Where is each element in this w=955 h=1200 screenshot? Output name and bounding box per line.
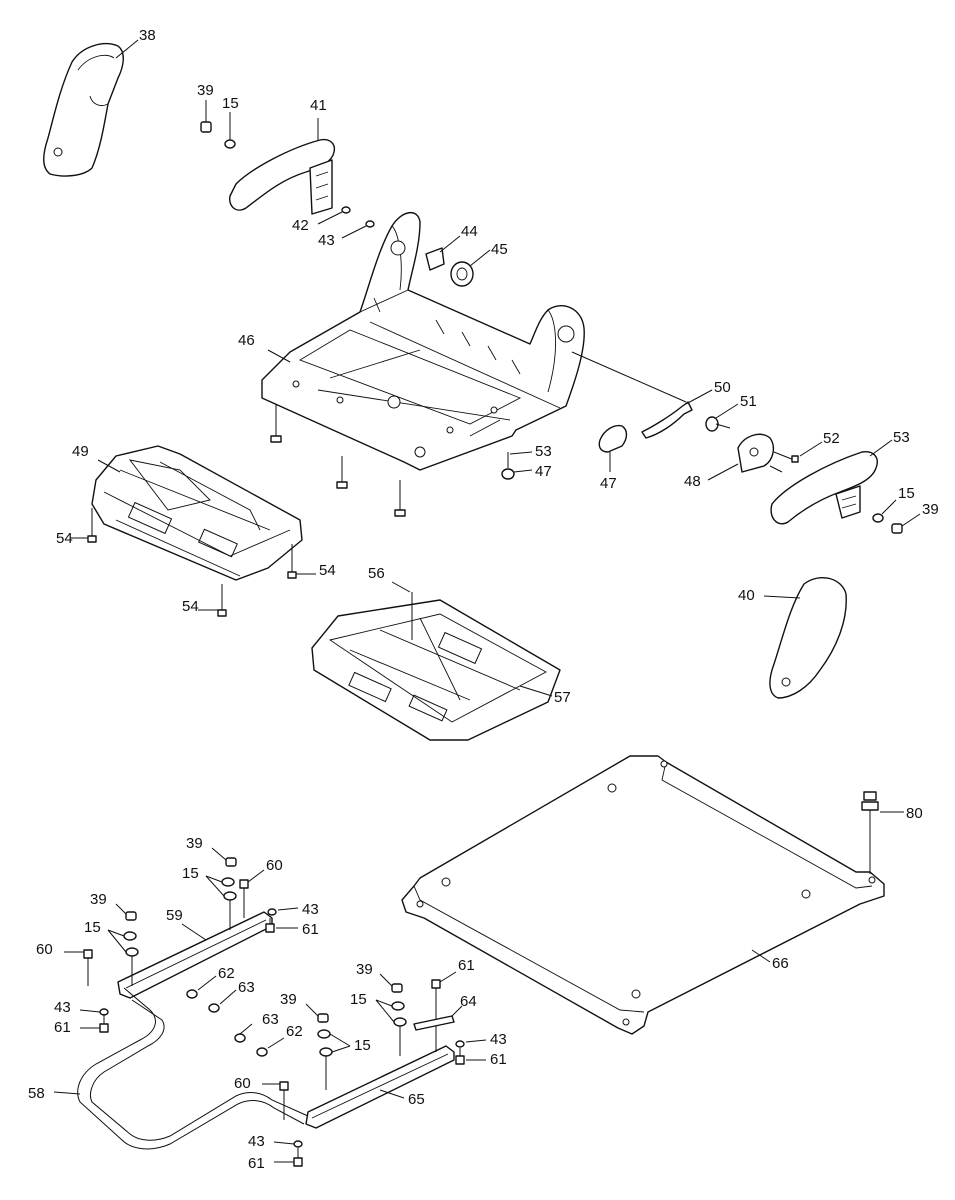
label-39-rail-a: 39 [186, 835, 203, 852]
part-44-bracket [425, 235, 461, 271]
hardware-left-rail [64, 847, 299, 1033]
part-56-rod [391, 581, 413, 640]
label-60-rail-c: 60 [234, 1075, 251, 1092]
part-53-armrest [770, 439, 893, 525]
part-8-screw-bottom [198, 584, 227, 617]
part-58-release-bar [53, 987, 309, 1150]
label-44: 44 [461, 223, 478, 240]
part-39-nut-right [891, 513, 921, 534]
label-39-rail-d: 39 [280, 991, 297, 1008]
label-62-left: 62 [218, 965, 235, 982]
label-8-right: 54 [319, 562, 336, 579]
label-61-rail-e: 61 [248, 1155, 265, 1172]
label-53: 53 [893, 429, 910, 446]
label-41: 41 [310, 97, 327, 114]
label-80: 80 [906, 805, 923, 822]
label-43-rail-a: 43 [302, 901, 319, 918]
part-42-washer [317, 206, 351, 225]
label-15-top-left: 15 [222, 95, 239, 112]
label-39-rail-c: 39 [356, 961, 373, 978]
label-15-rail-a: 15 [182, 865, 199, 882]
part-43-washer-top [341, 220, 375, 239]
label-63-right: 63 [262, 1011, 279, 1028]
frame-bolts [270, 404, 406, 517]
label-43-rail-b: 43 [54, 999, 71, 1016]
label-46: 46 [238, 332, 255, 349]
part-52-screw [769, 441, 823, 473]
part-50-lever-rod [571, 351, 713, 439]
part-55-seat-pan [91, 445, 303, 581]
label-52: 52 [823, 430, 840, 447]
label-40: 40 [738, 587, 755, 604]
label-8-left: 54 [56, 530, 73, 547]
label-59: 59 [166, 907, 183, 924]
label-64: 64 [460, 993, 477, 1010]
label-48: 47 [535, 463, 552, 480]
label-47: 53 [535, 443, 552, 460]
label-50: 50 [714, 379, 731, 396]
label-8-bottom: 54 [182, 598, 199, 615]
part-45-knob [450, 249, 491, 287]
label-38: 38 [139, 27, 156, 44]
label-51: 51 [740, 393, 757, 410]
label-56: 56 [368, 565, 385, 582]
part-66-base-plate [401, 755, 885, 1035]
label-15-right: 15 [898, 485, 915, 502]
part-46-seat-frame [261, 212, 585, 471]
part-41-armrest [229, 118, 336, 215]
part-8-screw-left [70, 508, 97, 543]
label-43-rail-d: 43 [248, 1133, 265, 1150]
label-58: 58 [28, 1085, 45, 1102]
label-60-rail-b: 60 [36, 941, 53, 958]
label-55: 49 [72, 443, 89, 460]
part-65-slide-rail [305, 1045, 455, 1129]
label-65: 65 [408, 1091, 425, 1108]
part-15-washer-right [872, 499, 897, 523]
label-61-rail-d: 61 [490, 1051, 507, 1068]
label-15-rail-c: 15 [350, 991, 367, 1008]
label-63-left: 63 [238, 979, 255, 996]
label-66: 66 [772, 955, 789, 972]
label-49: 47 [600, 475, 617, 492]
part-38-side-cover [43, 39, 139, 177]
label-62-right: 62 [286, 1023, 303, 1040]
label-61-rail-c: 61 [458, 957, 475, 974]
label-43-top: 43 [318, 232, 335, 249]
hardware-right-rail [234, 971, 487, 1167]
part-80-bolt [861, 791, 904, 874]
label-15-rail-d: 15 [354, 1037, 371, 1054]
part-51-pin [705, 403, 739, 432]
part-49-handle [598, 424, 628, 472]
label-60-rail-a: 60 [266, 857, 283, 874]
part-54-recliner-plate [707, 433, 775, 481]
part-39-nut-top-left [200, 100, 212, 133]
label-61-rail-a: 61 [302, 921, 319, 938]
part-57-lower-pan [311, 599, 561, 741]
label-61-rail-b: 61 [54, 1019, 71, 1036]
label-15-rail-b: 15 [84, 919, 101, 936]
label-45: 45 [491, 241, 508, 258]
part-47-screw [507, 451, 533, 468]
label-43-rail-c: 43 [490, 1031, 507, 1048]
part-40-side-cover [763, 576, 847, 699]
part-15-washer-top-left [224, 112, 236, 149]
label-39-top-left: 39 [197, 82, 214, 99]
label-39-rail-b: 39 [90, 891, 107, 908]
label-42: 42 [292, 217, 309, 234]
label-39-right: 39 [922, 501, 939, 518]
label-57: 57 [554, 689, 571, 706]
part-8-screw-right [287, 544, 316, 579]
label-54: 48 [684, 473, 701, 490]
part-48-nut [501, 468, 533, 480]
